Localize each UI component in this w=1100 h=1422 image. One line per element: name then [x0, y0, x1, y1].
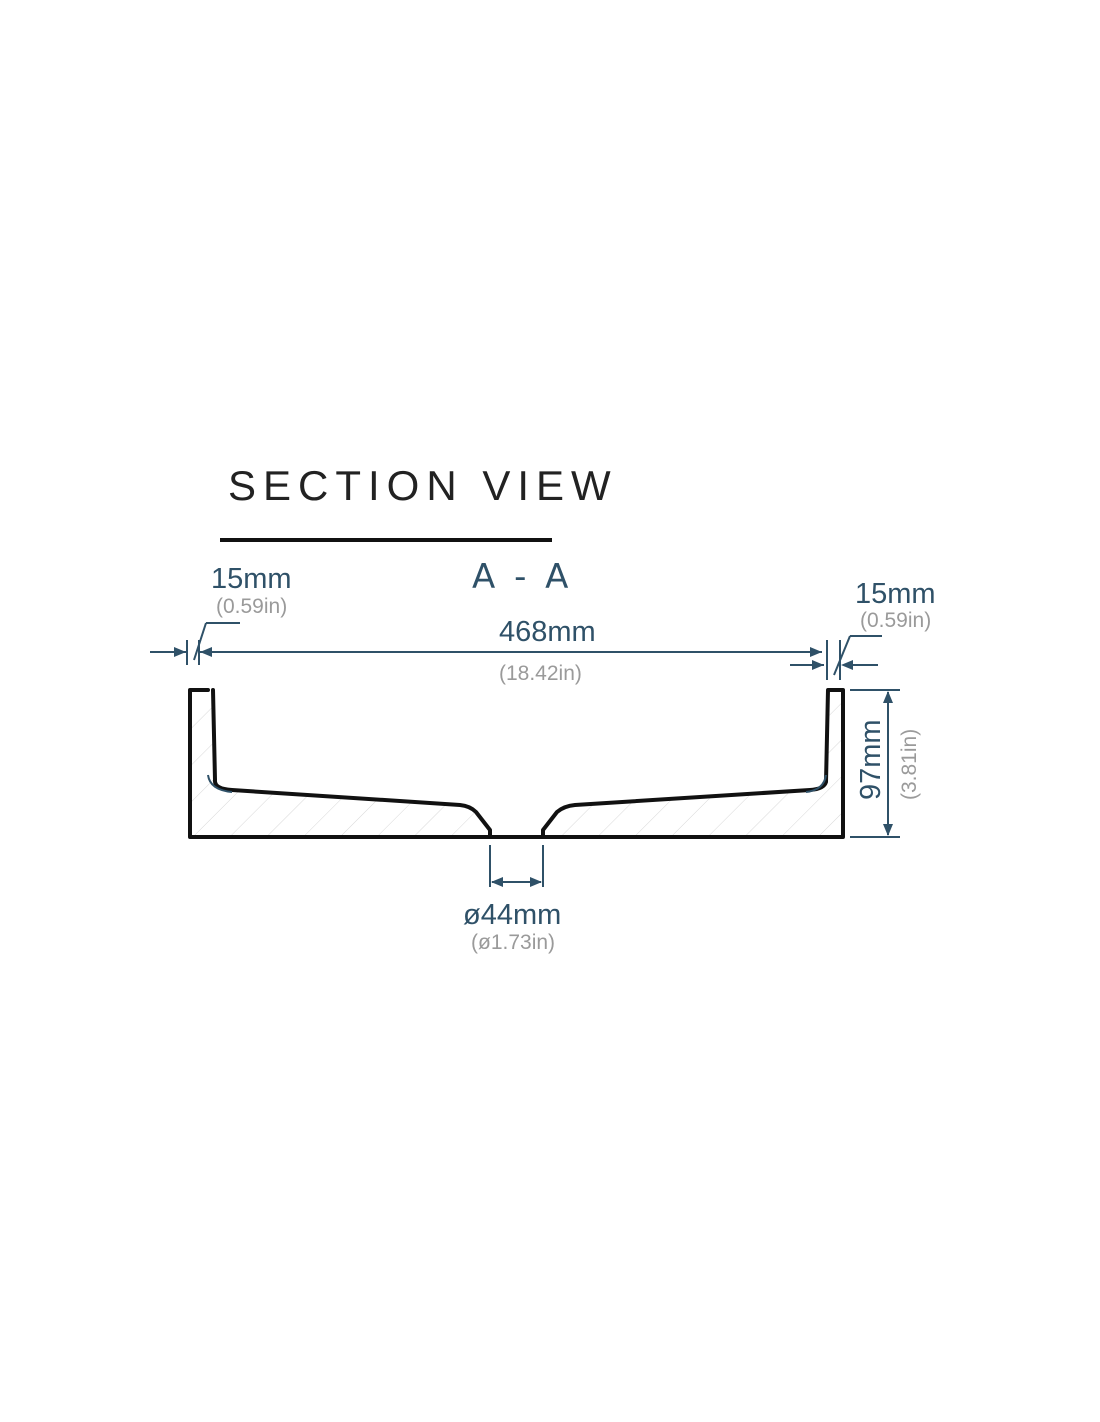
basin-outline-right — [541, 688, 845, 839]
width-mm: 468mm — [499, 616, 596, 648]
height-mm: 97mm — [855, 719, 887, 800]
width-dimension — [200, 647, 822, 657]
left-floor-hatch — [190, 690, 490, 837]
inner-skin-right — [805, 774, 827, 793]
right-floor-hatch — [543, 690, 843, 837]
width-in: (18.42in) — [499, 662, 582, 685]
left-wall-dimension — [150, 622, 240, 665]
drain-mm: ø44mm — [463, 899, 561, 931]
drain-dimension — [489, 845, 544, 887]
section-title: SECTION VIEW — [228, 462, 618, 509]
left-wall-mm: 15mm — [211, 563, 292, 595]
inner-skin-left — [207, 774, 233, 793]
right-wall-in: (0.59in) — [860, 609, 931, 632]
right-wall-mm: 15mm — [855, 578, 936, 610]
height-in: (3.81in) — [898, 729, 921, 800]
section-label: A - A — [472, 557, 572, 597]
height-dimension — [850, 689, 900, 838]
drain-in: (ø1.73in) — [471, 931, 555, 954]
left-wall-in: (0.59in) — [216, 595, 287, 618]
right-wall-dimension — [790, 635, 882, 680]
basin-outline — [188, 688, 492, 839]
